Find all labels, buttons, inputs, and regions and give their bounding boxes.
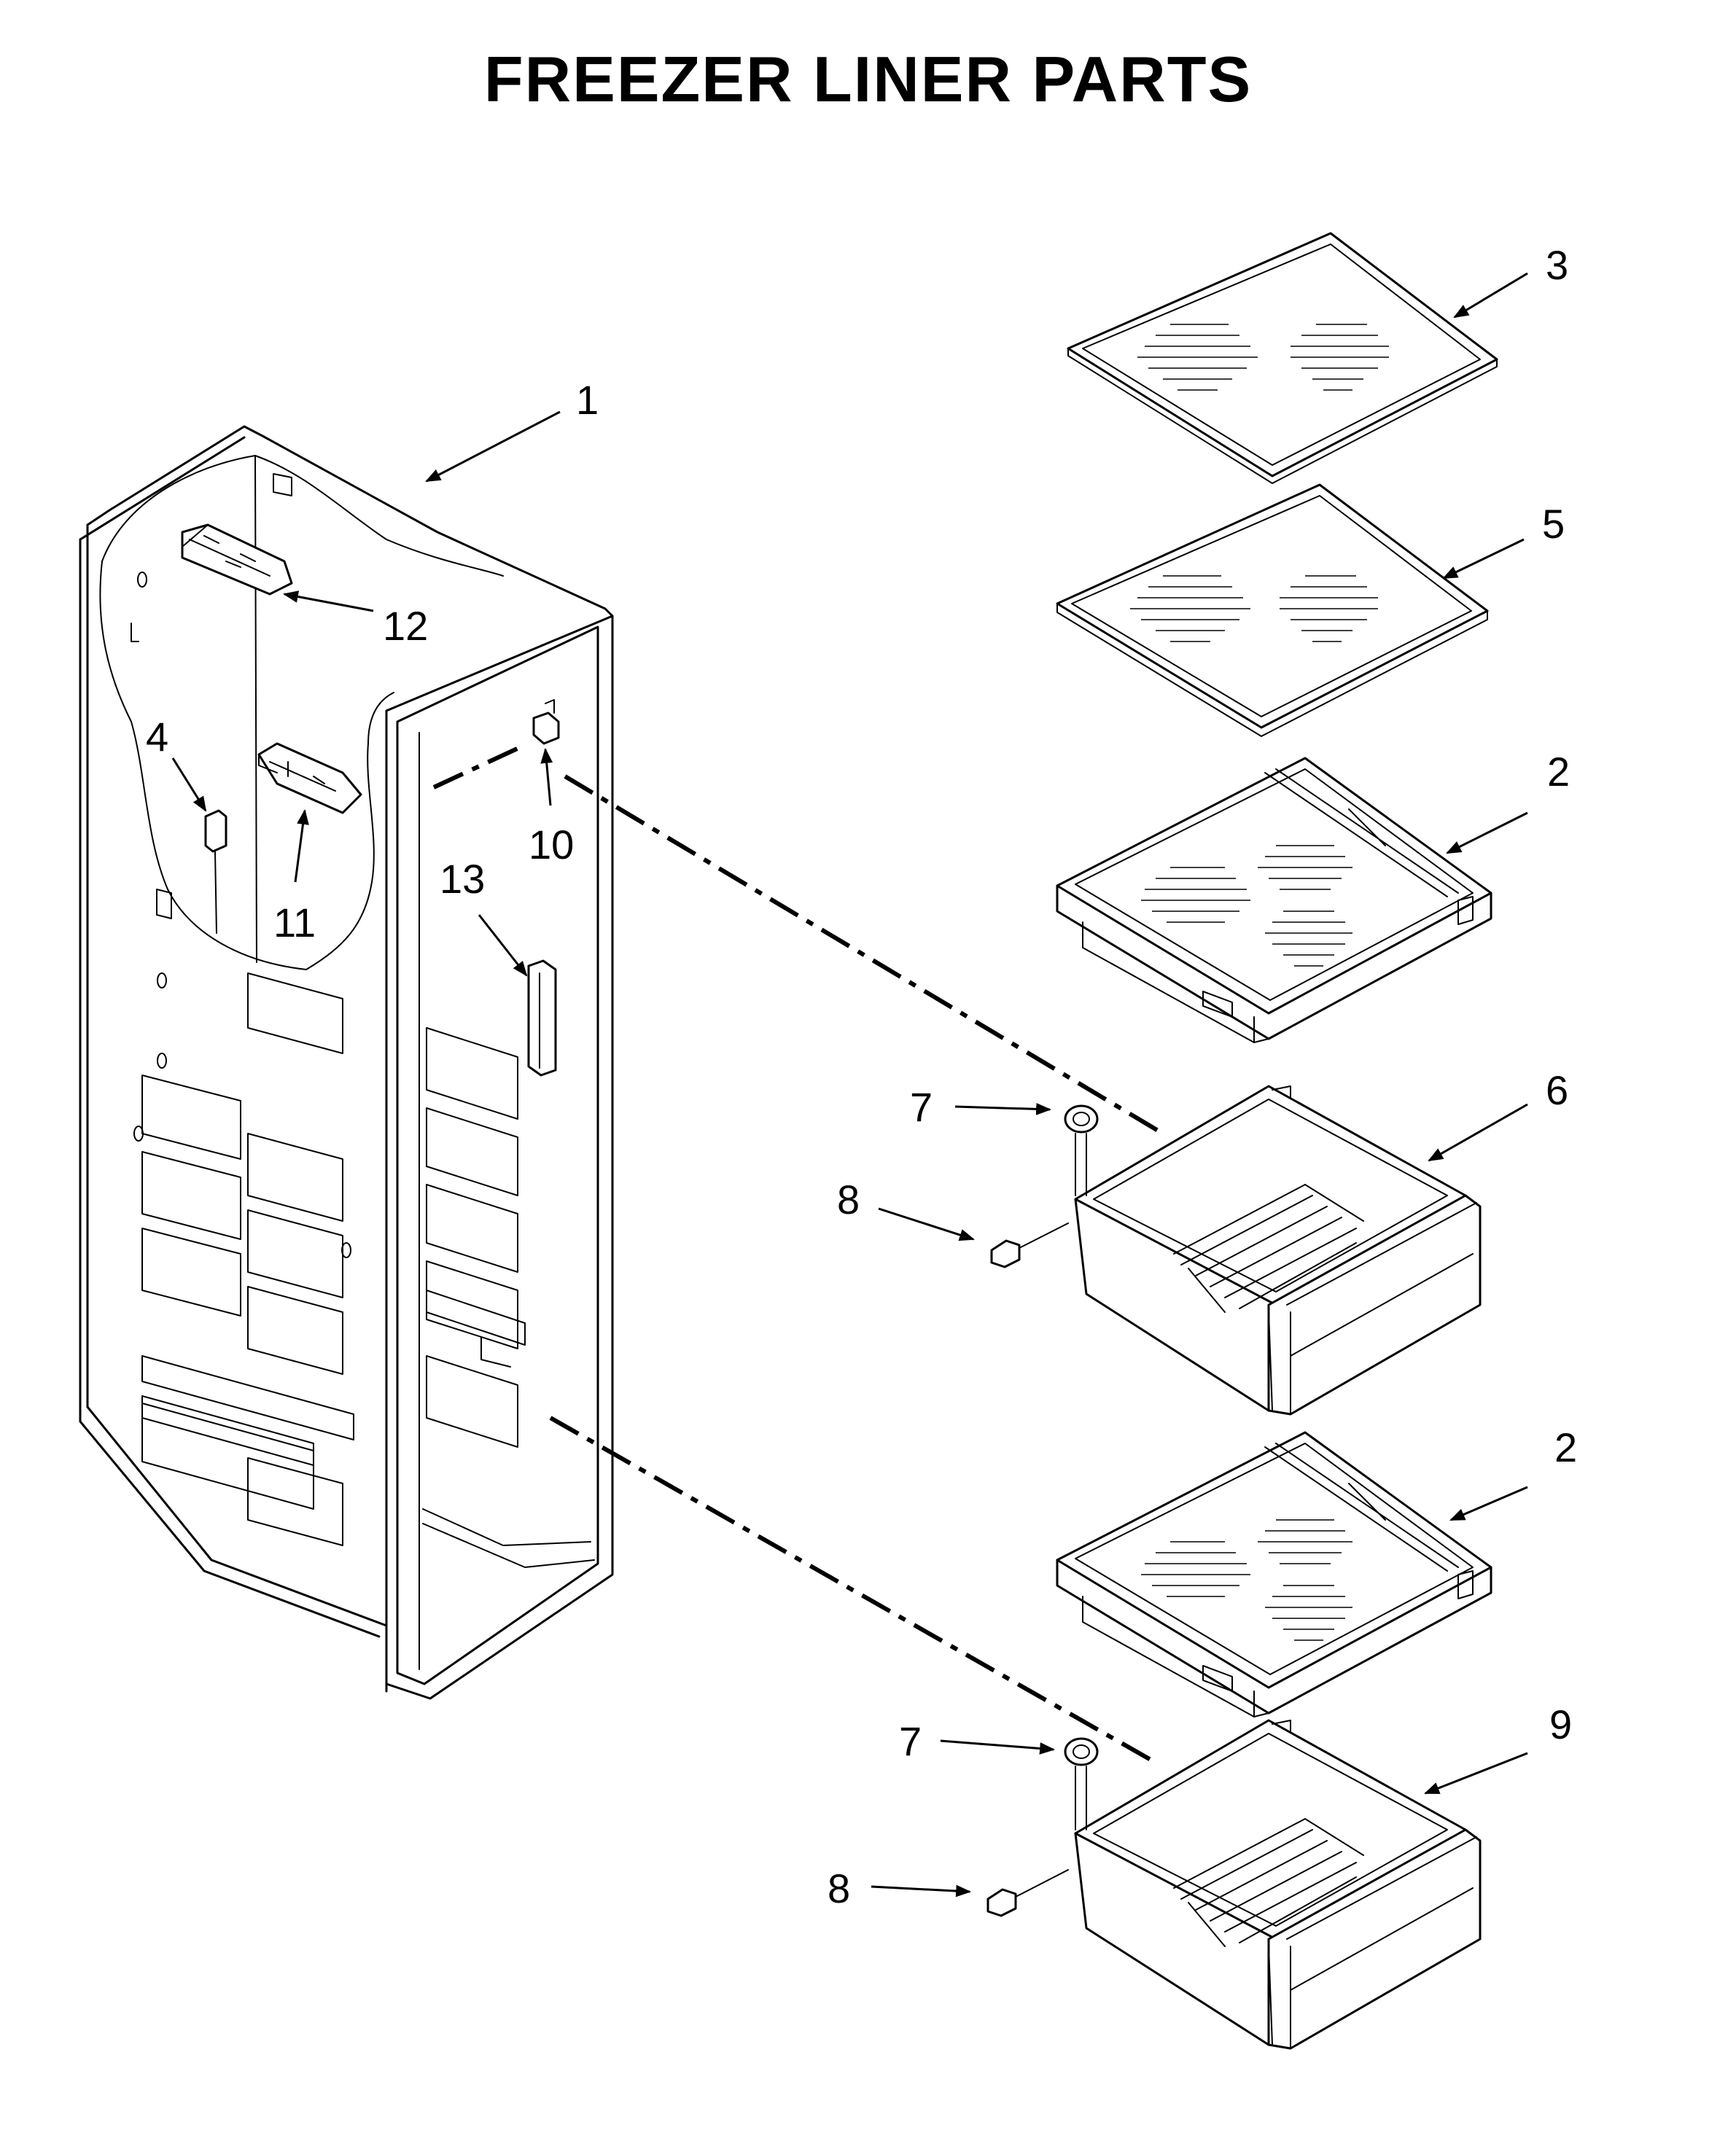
callout-6: 6 (1546, 1067, 1568, 1113)
callout-2-lower: 2 (1554, 1424, 1577, 1470)
sensor-part-4 (204, 809, 227, 934)
diagram-title: FREEZER LINER PARTS (483, 43, 1253, 115)
housing-part-11 (257, 742, 362, 814)
liner-vent-panels (141, 889, 526, 1546)
callout-3: 3 (1546, 242, 1568, 288)
callout-12: 12 (383, 603, 428, 649)
clip-part-10 (532, 699, 560, 745)
callout-11: 11 (273, 900, 316, 945)
callout-8-upper: 8 (837, 1177, 860, 1222)
callout-5: 5 (1542, 501, 1565, 547)
pan-part-9 (1074, 1719, 1482, 2050)
callout-7-lower: 7 (899, 1718, 922, 1764)
callout-labels: 1 2 2 3 4 5 6 7 7 8 8 9 10 11 12 13 (146, 242, 1577, 1911)
pin-part-8-lower (986, 1869, 1069, 1917)
assembly-line-lower (549, 1416, 1153, 1763)
roller-part-7-lower (1064, 1737, 1099, 1830)
assembly-line-upper (432, 743, 526, 789)
callout-4: 4 (146, 714, 168, 760)
control-board-part-12 (181, 523, 293, 596)
leader-arrows (171, 272, 1528, 1898)
callout-13: 13 (440, 856, 485, 902)
pin-part-8-upper (990, 1222, 1069, 1268)
assembly-line-upper-right (564, 774, 1164, 1136)
shelf-part-5 (1056, 483, 1489, 737)
callout-9: 9 (1549, 1701, 1572, 1747)
callout-8-lower: 8 (828, 1865, 850, 1911)
roller-part-7-upper (1064, 1104, 1099, 1196)
bracket-part-13 (527, 959, 557, 1077)
callout-7-upper: 7 (910, 1084, 933, 1130)
callout-1: 1 (576, 377, 599, 423)
shelf-part-3 (1067, 232, 1498, 484)
callout-2-upper: 2 (1547, 749, 1570, 795)
callout-10: 10 (529, 822, 574, 867)
framed-shelf-part-2-lower (1056, 1431, 1492, 1717)
framed-shelf-part-2-upper (1056, 757, 1492, 1043)
pan-part-6 (1074, 1085, 1482, 1416)
freezer-liner-part-1 (79, 425, 614, 1700)
